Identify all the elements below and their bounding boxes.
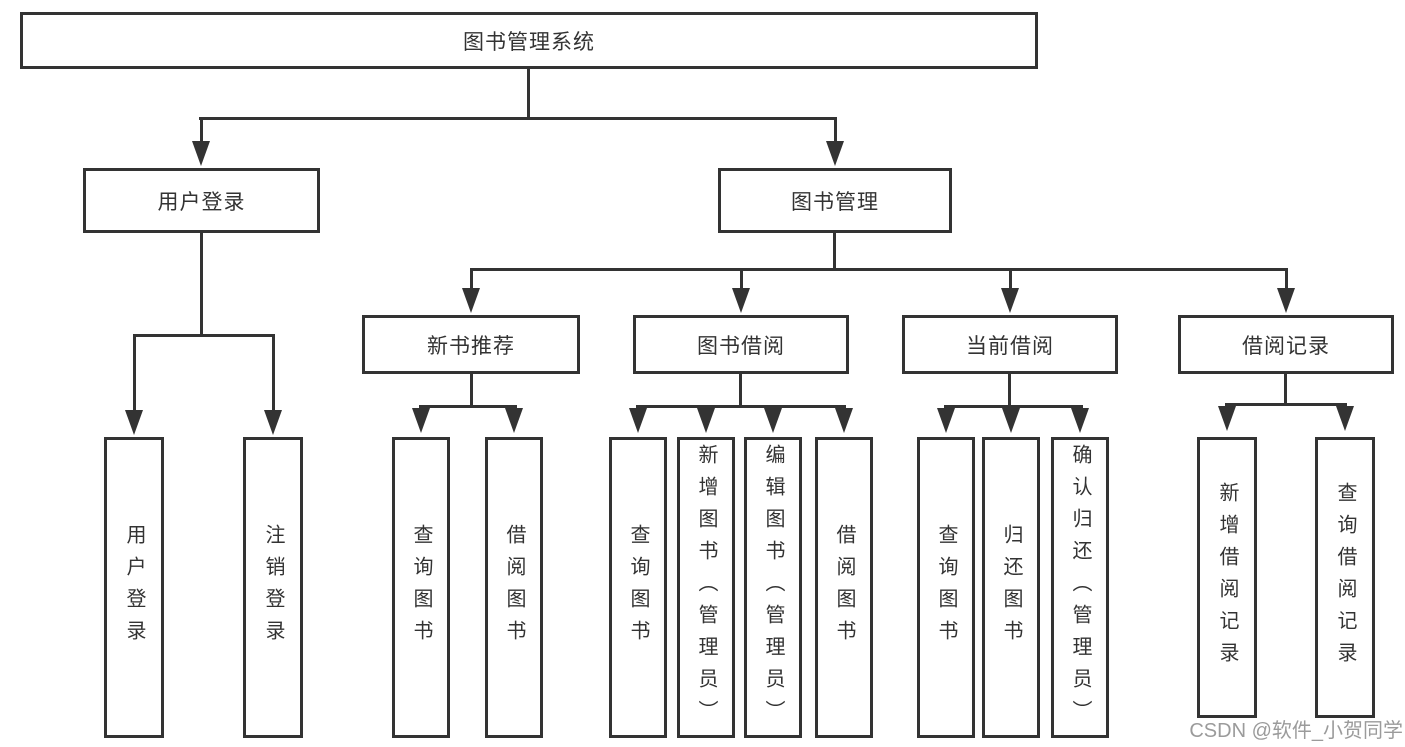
leaf-confirm-return-admin-label: 确认归还（管理员） bbox=[1069, 443, 1091, 732]
arrowhead-down bbox=[412, 408, 430, 433]
leaf-borrowing-query-books: 查询图书 bbox=[609, 437, 667, 738]
arrowhead-down bbox=[462, 288, 480, 313]
connector-vline bbox=[133, 336, 136, 411]
arrowhead-down bbox=[505, 408, 523, 433]
connector-vline bbox=[200, 119, 203, 142]
leaf-add-borrow-record: 新增借阅记录 bbox=[1197, 437, 1257, 718]
leaf-logout-label: 注销登录 bbox=[262, 523, 284, 652]
connector-vline bbox=[200, 233, 203, 336]
connector-hline bbox=[199, 117, 837, 120]
leaf-add-borrow-record-label: 新增借阅记录 bbox=[1216, 481, 1238, 674]
arrowhead-down bbox=[764, 408, 782, 433]
node-borrowing-records-label: 借阅记录 bbox=[1242, 334, 1330, 358]
node-new-book-recommend-label: 新书推荐 bbox=[427, 334, 515, 358]
connector-hline bbox=[1225, 403, 1347, 406]
leaf-user-login: 用户登录 bbox=[104, 437, 164, 738]
arrowhead-down bbox=[826, 141, 844, 166]
connector-hline bbox=[133, 334, 275, 337]
leaf-newbook-query-books: 查询图书 bbox=[392, 437, 450, 738]
connector-vline bbox=[834, 119, 837, 142]
connector-hline bbox=[419, 405, 517, 408]
node-root-label: 图书管理系统 bbox=[463, 30, 595, 54]
node-book-borrowing: 图书借阅 bbox=[633, 315, 849, 374]
arrowhead-down bbox=[1001, 288, 1019, 313]
node-book-management-label: 图书管理 bbox=[791, 190, 879, 214]
leaf-confirm-return-admin: 确认归还（管理员） bbox=[1051, 437, 1109, 738]
leaf-user-login-label: 用户登录 bbox=[123, 523, 145, 652]
connector-vline bbox=[739, 374, 742, 407]
leaf-borrowing-query-books-label: 查询图书 bbox=[627, 523, 649, 652]
arrowhead-down bbox=[629, 408, 647, 433]
node-book-management: 图书管理 bbox=[718, 168, 952, 233]
leaf-query-borrow-record-label: 查询借阅记录 bbox=[1334, 481, 1356, 674]
node-root-book-management-system: 图书管理系统 bbox=[20, 12, 1038, 69]
connector-vline bbox=[470, 374, 473, 407]
connector-vline bbox=[470, 271, 473, 289]
connector-vline bbox=[740, 271, 743, 289]
connector-vline bbox=[1008, 374, 1011, 407]
node-borrowing-records: 借阅记录 bbox=[1178, 315, 1394, 374]
arrowhead-down bbox=[125, 410, 143, 435]
node-current-borrowing: 当前借阅 bbox=[902, 315, 1118, 374]
leaf-add-books-admin-label: 新增图书（管理员） bbox=[695, 443, 717, 732]
connector-hline bbox=[944, 405, 1083, 408]
leaf-return-books: 归还图书 bbox=[982, 437, 1040, 738]
arrowhead-down bbox=[264, 410, 282, 435]
node-current-borrowing-label: 当前借阅 bbox=[966, 334, 1054, 358]
leaf-newbook-query-books-label: 查询图书 bbox=[410, 523, 432, 652]
connector-vline bbox=[833, 233, 836, 271]
leaf-edit-books-admin: 编辑图书（管理员） bbox=[744, 437, 802, 738]
leaf-edit-books-admin-label: 编辑图书（管理员） bbox=[762, 443, 784, 732]
connector-vline bbox=[527, 68, 530, 119]
arrowhead-down bbox=[835, 408, 853, 433]
arrowhead-down bbox=[937, 408, 955, 433]
connector-hline bbox=[470, 268, 1288, 271]
leaf-current-query-books: 查询图书 bbox=[917, 437, 975, 738]
leaf-query-borrow-record: 查询借阅记录 bbox=[1315, 437, 1375, 718]
arrowhead-down bbox=[1336, 406, 1354, 431]
leaf-newbook-borrow-books: 借阅图书 bbox=[485, 437, 543, 738]
connector-hline bbox=[636, 405, 846, 408]
arrowhead-down bbox=[1277, 288, 1295, 313]
connector-vline bbox=[1284, 374, 1287, 405]
connector-vline bbox=[272, 336, 275, 411]
leaf-borrowing-borrow-books: 借阅图书 bbox=[815, 437, 873, 738]
leaf-add-books-admin: 新增图书（管理员） bbox=[677, 437, 735, 738]
connector-vline bbox=[1285, 271, 1288, 289]
leaf-current-query-books-label: 查询图书 bbox=[935, 523, 957, 652]
leaf-newbook-borrow-books-label: 借阅图书 bbox=[503, 523, 525, 652]
leaf-return-books-label: 归还图书 bbox=[1000, 523, 1022, 652]
arrowhead-down bbox=[1218, 406, 1236, 431]
arrowhead-down bbox=[192, 141, 210, 166]
csdn-watermark: CSDN @软件_小贺同学 bbox=[1189, 720, 1403, 742]
connector-vline bbox=[1009, 271, 1012, 289]
arrowhead-down bbox=[1002, 408, 1020, 433]
node-user-login: 用户登录 bbox=[83, 168, 320, 233]
node-book-borrowing-label: 图书借阅 bbox=[697, 334, 785, 358]
arrowhead-down bbox=[1071, 408, 1089, 433]
arrowhead-down bbox=[697, 408, 715, 433]
leaf-borrowing-borrow-books-label: 借阅图书 bbox=[833, 523, 855, 652]
arrowhead-down bbox=[732, 288, 750, 313]
node-new-book-recommend: 新书推荐 bbox=[362, 315, 580, 374]
node-user-login-label: 用户登录 bbox=[157, 190, 246, 214]
leaf-logout: 注销登录 bbox=[243, 437, 303, 738]
